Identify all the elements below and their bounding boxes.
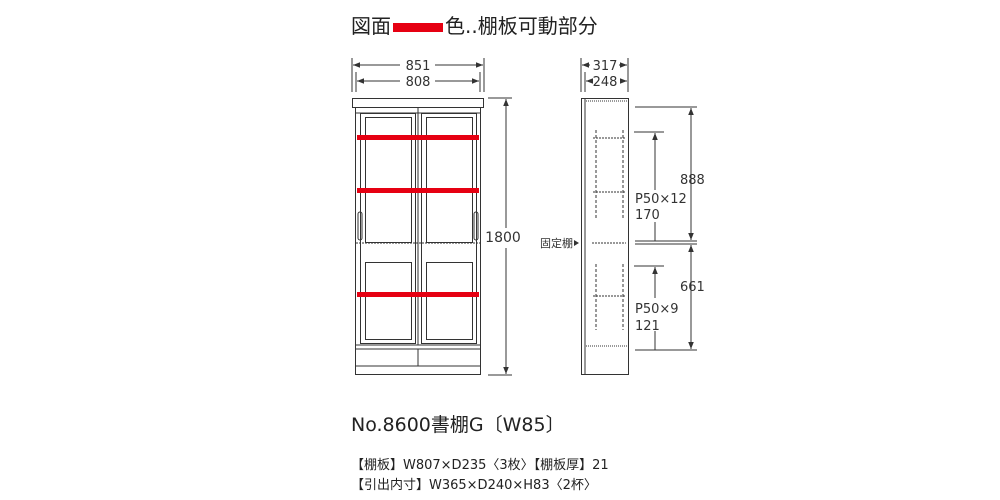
- width-inner: 808: [406, 75, 431, 90]
- shelf-spec: 【棚板】W807×D235〈3枚〉【棚板厚】21: [351, 458, 609, 473]
- red-legend-swatch: [393, 23, 443, 32]
- drawer-spec: 【引出内寸】W365×D240×H83〈2杯〉: [351, 478, 597, 493]
- fixed-shelf-arrow-icon: [574, 240, 579, 246]
- front-view: [351, 58, 512, 376]
- depth-inner: 248: [593, 75, 618, 90]
- upper-pitch: P50×12: [635, 192, 687, 207]
- red-shelf: [357, 135, 479, 140]
- header-suffix: 色..棚板可動部分: [445, 14, 598, 38]
- movable-shelves: [357, 135, 479, 297]
- lower-gap: 121: [635, 319, 660, 334]
- upper-gap: 170: [635, 208, 660, 223]
- header-prefix: 図面: [351, 14, 391, 38]
- side-view: [580, 58, 697, 375]
- fixed-shelf-label: 固定棚: [540, 236, 573, 250]
- lower-pitch: P50×9: [635, 302, 679, 317]
- red-shelf: [357, 292, 479, 297]
- height-label: 1800: [485, 230, 521, 246]
- red-shelf: [357, 188, 479, 193]
- depth-outer: 317: [593, 59, 618, 74]
- width-outer: 851: [406, 59, 431, 74]
- header-title: 図面 色..棚板可動部分: [351, 10, 598, 39]
- product-name: No.8600書棚G〔W85〕: [351, 414, 565, 436]
- lower-height: 661: [680, 280, 705, 295]
- upper-height: 888: [680, 173, 705, 188]
